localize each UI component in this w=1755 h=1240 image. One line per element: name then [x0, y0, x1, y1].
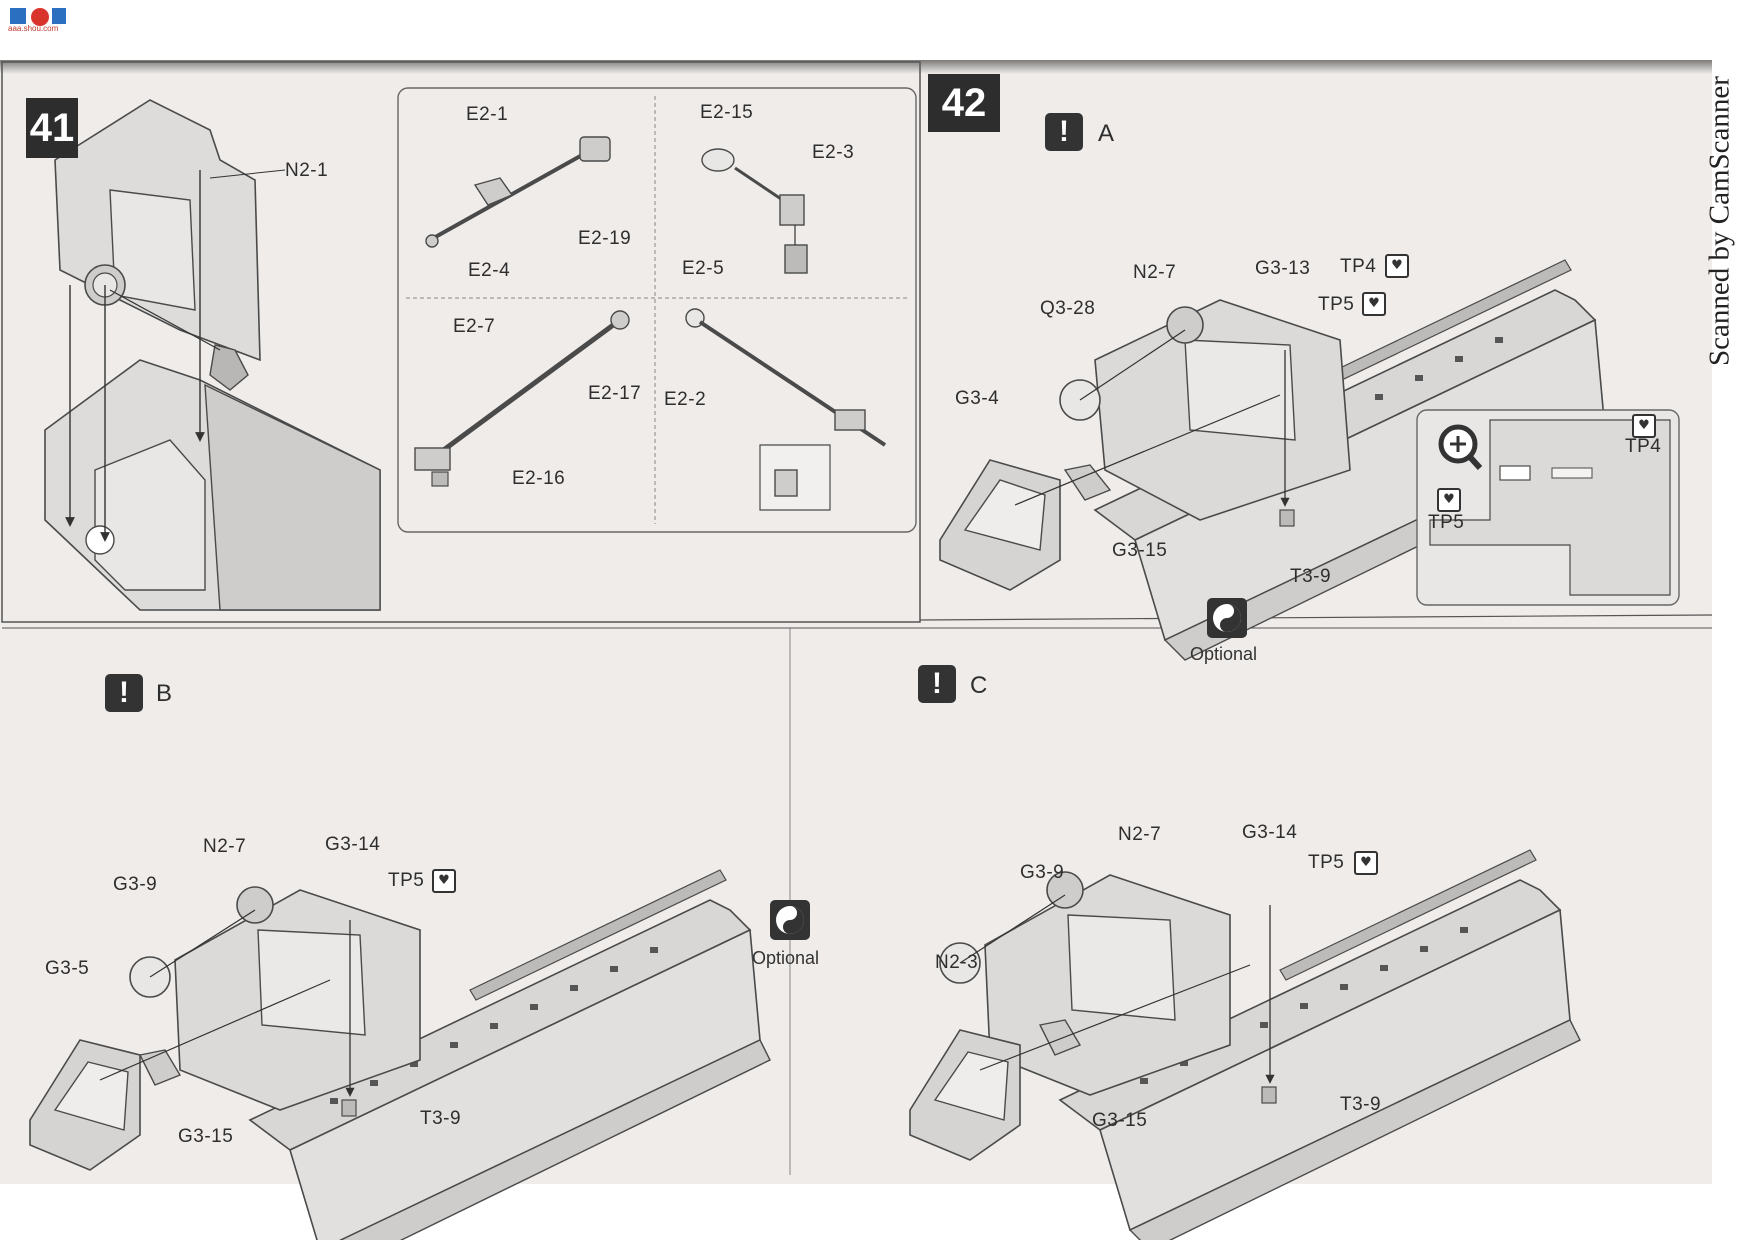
part-label: G3-15 [1112, 540, 1168, 561]
panel-c-parts [909, 871, 1277, 1161]
part-label: N2-7 [203, 836, 247, 857]
broken-heart-icon: ♥ [1632, 414, 1656, 438]
broken-heart-icon: ♥ [432, 869, 456, 893]
step-number-41: 41 [26, 98, 78, 158]
part-label: TP5 [388, 870, 425, 891]
part-label: E2-19 [578, 228, 632, 249]
exclamation-icon: ! [918, 665, 956, 703]
part-label: E2-5 [682, 258, 725, 279]
step41-hull-drawing [44, 99, 381, 611]
part-label: Q3-28 [1040, 298, 1096, 319]
part-label: G3-14 [1242, 822, 1298, 843]
panel-b-parts [29, 886, 421, 1171]
zoom-box-drawing [1429, 419, 1671, 596]
variant-label-a: A [1098, 120, 1115, 147]
broken-heart-icon: ♥ [1354, 851, 1378, 875]
part-label: E2-15 [700, 102, 754, 123]
part-label: G3-9 [1020, 862, 1065, 883]
part-label: G3-4 [955, 388, 1000, 409]
sheet-shadow [0, 60, 1712, 74]
part-label: TP4 [1340, 256, 1377, 277]
part-label: E2-1 [466, 104, 509, 125]
cell-e2-2-drawing [685, 308, 887, 511]
part-label: G3-15 [178, 1126, 234, 1147]
optional-label: Optional [752, 948, 820, 968]
part-label: N2-7 [1118, 824, 1162, 845]
variant-label-c: C [970, 672, 988, 699]
broken-heart-icon: ♥ [1385, 254, 1409, 278]
logo-text: aaa.shou.com [8, 24, 59, 33]
part-label: T3-9 [420, 1108, 462, 1129]
part-label: E2-16 [512, 468, 566, 489]
panel-a-parts [939, 299, 1351, 591]
exclamation-icon: ! [105, 674, 143, 712]
part-label: G3-5 [45, 958, 90, 979]
part-label: E2-17 [588, 383, 642, 404]
part-label: N2-3 [935, 952, 979, 973]
part-label: T3-9 [1290, 566, 1332, 587]
part-label: G3-9 [113, 874, 158, 895]
zoom-label: TP4 [1625, 436, 1662, 457]
cell-e2-1-drawing [425, 136, 611, 248]
site-logo [10, 8, 66, 26]
part-label: N2-1 [285, 160, 329, 181]
cell-e2-7-drawing [414, 310, 630, 487]
step41-detail-frame [397, 87, 917, 533]
part-label: E2-2 [664, 389, 707, 410]
part-label: E2-4 [468, 260, 511, 281]
yin-yang-icon [1207, 598, 1247, 638]
broken-heart-icon: ♥ [1362, 292, 1386, 316]
part-label: N2-7 [1133, 262, 1177, 283]
part-label: G3-15 [1092, 1110, 1148, 1131]
part-label: TP5 [1318, 294, 1355, 315]
part-label: E2-7 [453, 316, 496, 337]
zoom-label: TP5 [1428, 512, 1465, 533]
part-label: G3-13 [1255, 258, 1311, 279]
part-label: E2-3 [812, 142, 855, 163]
variant-label-b: B [156, 680, 173, 707]
magnifier-plus-icon [1438, 424, 1483, 471]
cell-e2-15-drawing [701, 148, 808, 274]
exclamation-icon: ! [1045, 113, 1083, 151]
broken-heart-icon: ♥ [1437, 488, 1461, 512]
optional-label: Optional [1190, 644, 1258, 664]
part-label: TP5 [1308, 852, 1345, 873]
part-label: T3-9 [1340, 1094, 1382, 1115]
step-number-42: 42 [928, 74, 1000, 132]
part-label: G3-14 [325, 834, 381, 855]
step41-frame [1, 61, 921, 623]
yin-yang-icon [770, 900, 810, 940]
